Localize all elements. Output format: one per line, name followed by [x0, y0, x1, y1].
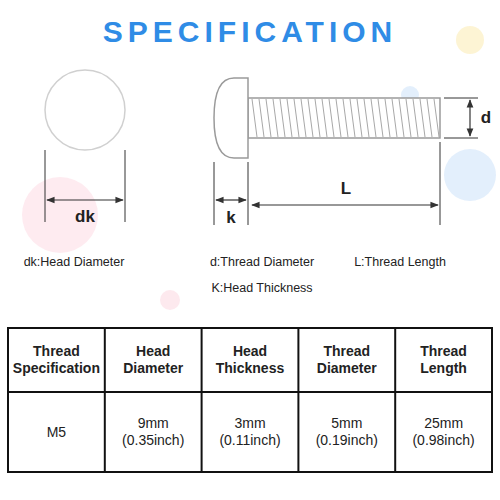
table-header: Thread Length — [400, 343, 488, 377]
screw-shank — [248, 98, 440, 138]
thread-stroke — [350, 99, 355, 137]
deco-bubble — [22, 177, 98, 253]
thread-stroke — [294, 99, 299, 137]
deco-bubble — [456, 26, 484, 54]
extension-line — [45, 150, 46, 222]
thread-stroke — [385, 99, 390, 137]
extension-line — [444, 138, 478, 139]
thread-stroke — [420, 99, 425, 137]
dimension-line — [469, 100, 470, 136]
spec-table-grid — [8, 328, 492, 472]
table-rule — [394, 328, 396, 472]
thread-stroke — [322, 99, 327, 137]
dimension-line — [47, 199, 123, 200]
thread-stroke — [308, 99, 313, 137]
thread-stroke — [399, 99, 404, 137]
dimension-line — [216, 199, 246, 200]
table-border — [8, 328, 492, 472]
thread-stroke — [315, 99, 320, 137]
thread-stroke — [336, 99, 341, 137]
dimension-symbol: dk — [75, 207, 95, 227]
thread-stroke — [343, 99, 348, 137]
dimension-line — [252, 204, 438, 205]
thread-stroke — [357, 99, 362, 137]
thread-stroke — [280, 99, 285, 137]
thread-stroke — [434, 99, 439, 137]
legend-note: K:Head Thickness — [211, 281, 312, 296]
thread-stroke — [273, 99, 278, 137]
table-cell: 5mm (0.19inch) — [305, 415, 389, 449]
dimension-symbol: d — [481, 108, 491, 128]
screw-threads — [252, 99, 439, 137]
table-rule — [297, 328, 299, 472]
legend-note: L:Thread Length — [354, 255, 446, 270]
table-cell: 9mm (0.35inch) — [111, 415, 195, 449]
table-header: Thread Specification — [12, 343, 100, 377]
table-cell: 25mm (0.98inch) — [402, 415, 486, 449]
thread-stroke — [378, 99, 383, 137]
extension-line — [440, 142, 441, 225]
thread-stroke — [427, 99, 432, 137]
thread-stroke — [266, 99, 271, 137]
deco-bubble — [444, 149, 496, 201]
table-rule — [104, 328, 106, 472]
extension-line — [248, 162, 249, 225]
thread-stroke — [406, 99, 411, 137]
legend-note: dk:Head Diameter — [24, 255, 125, 270]
thread-stroke — [371, 99, 376, 137]
table-header: Head Thickness — [206, 343, 294, 377]
thread-stroke — [301, 99, 306, 137]
thread-stroke — [259, 99, 264, 137]
dimension-symbol: k — [226, 208, 235, 228]
thread-stroke — [329, 99, 334, 137]
thread-stroke — [252, 99, 257, 137]
table-header: Thread Diameter — [303, 343, 391, 377]
extension-line — [444, 98, 478, 99]
legend-note: d:Thread Diameter — [210, 255, 314, 270]
extension-line — [125, 150, 126, 222]
thread-stroke — [392, 99, 397, 137]
extension-line — [214, 162, 215, 225]
screw-head — [214, 78, 248, 158]
table-cell: 3mm (0.11inch) — [208, 415, 292, 449]
dimension-symbol: L — [341, 179, 351, 199]
table-header: Head Diameter — [109, 343, 197, 377]
head-top-view — [45, 70, 125, 150]
table-rule — [8, 391, 492, 393]
deco-bubble — [160, 290, 180, 310]
page-title: SPECIFICATION — [103, 15, 397, 49]
table-rule — [201, 328, 203, 472]
table-cell: M5 — [14, 424, 98, 441]
thread-stroke — [364, 99, 369, 137]
thread-stroke — [413, 99, 418, 137]
thread-stroke — [287, 99, 292, 137]
